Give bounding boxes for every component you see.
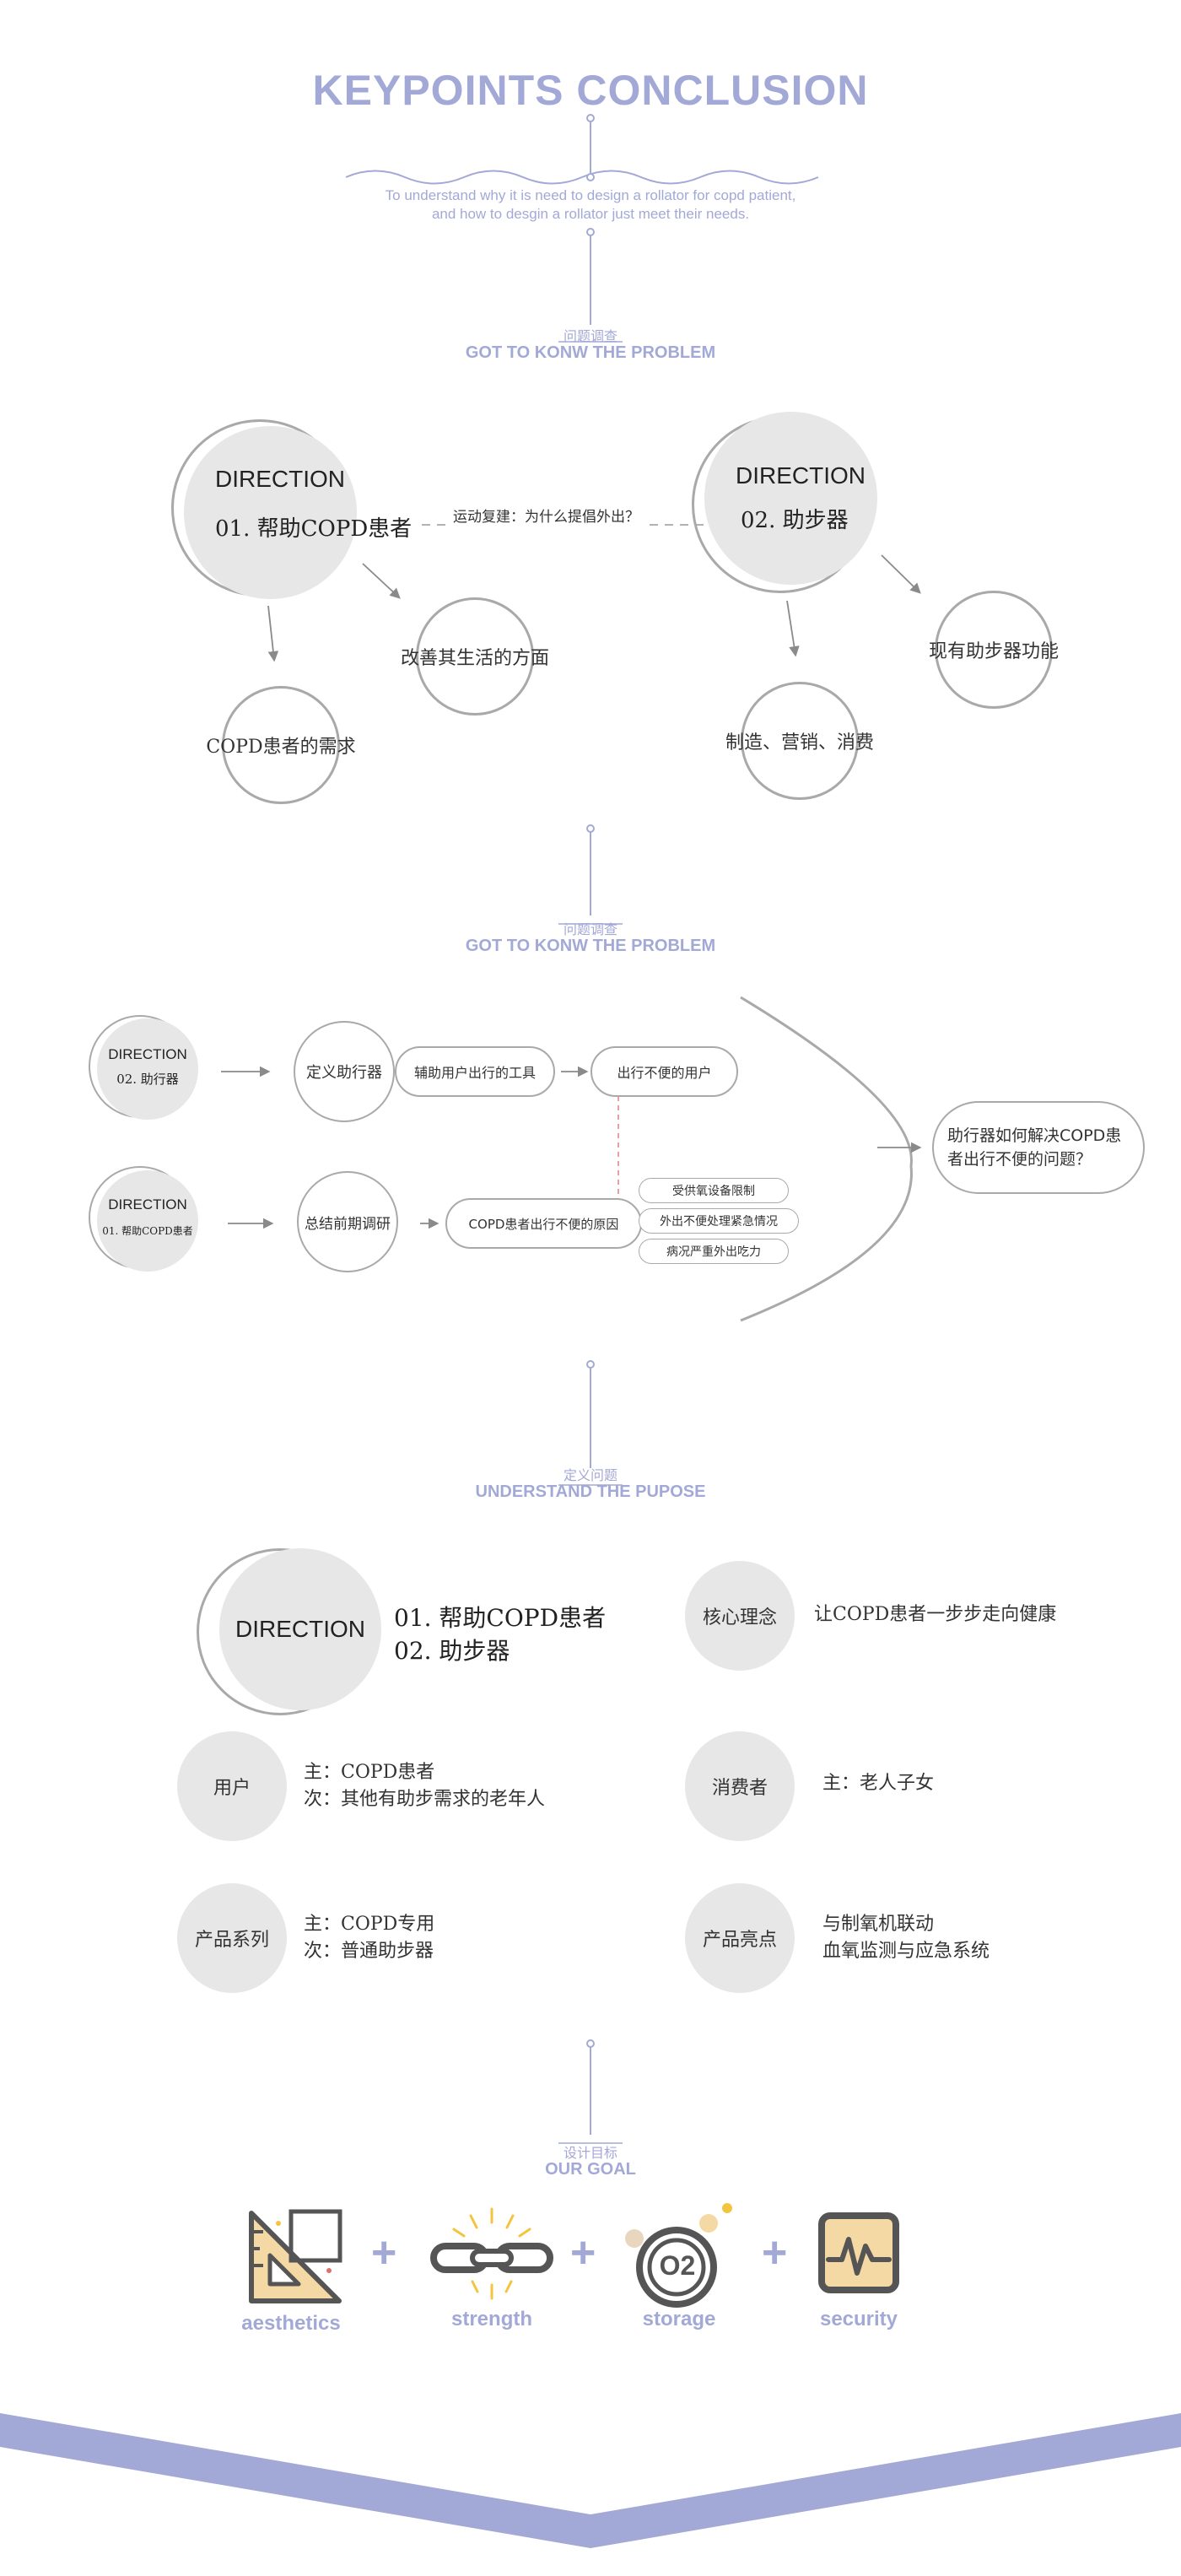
section3-label-cn: 定义问题 — [563, 1467, 617, 1483]
subtitle-line-2: and how to desgin a rollator just meet t… — [431, 206, 750, 222]
page-title: KEYPOINTS CONCLUSION — [312, 67, 869, 114]
chain-link-icon — [430, 2207, 553, 2300]
step-define-helper: 定义助行器 — [294, 1021, 395, 1122]
badge-row1-cn: 02. 助行器 — [116, 1072, 179, 1087]
series-secondary: 次：普通助步器 — [304, 1941, 434, 1962]
heart-monitor-icon — [818, 2212, 899, 2293]
step-summarize-research: 总结前期调研 — [297, 1171, 398, 1272]
badge-row2-cn: 01. 帮助COPD患者 — [102, 1225, 193, 1237]
consumer-primary: 主：老人子女 — [822, 1773, 935, 1794]
core-idea-text: 让COPD患者一步步走向健康 — [814, 1604, 1057, 1625]
node-manufacturing: 制造、营销、消费 — [725, 682, 874, 800]
pill-limited-users: 出行不便的用户 — [590, 1046, 738, 1097]
direction-circle-purpose — [219, 1548, 381, 1710]
direction-text-left: 01. 帮助COPD患者 — [215, 516, 413, 542]
badge-user: 用户 — [177, 1731, 287, 1841]
header-decoration — [345, 114, 819, 343]
link-question: 运动复建：为什么提倡外出？ — [450, 505, 643, 526]
direction-item-2: 02. 助步器 — [394, 1637, 510, 1665]
badge-core-idea: 核心理念 — [685, 1561, 795, 1671]
section1-label-cn: 问题调查 — [563, 328, 617, 344]
series-primary: 主：COPD专用 — [304, 1914, 435, 1935]
plus-sign: + — [371, 2228, 397, 2277]
badge-consumer: 消费者 — [685, 1731, 795, 1841]
section2-label-en: GOT TO KONW THE PROBLEM — [465, 937, 716, 955]
direction-circle-right — [704, 412, 877, 585]
subtitle-line-1: To understand why it is need to design a… — [385, 187, 796, 203]
direction-badge-copd — [97, 1170, 198, 1272]
section3-label-en: UNDERSTAND THE PUPOSE — [475, 1482, 706, 1501]
plus-sign: + — [570, 2228, 596, 2277]
goal-storage: storage — [642, 2308, 716, 2330]
badge-product-series: 产品系列 — [177, 1883, 287, 1993]
direction-label-left: DIRECTION — [215, 466, 345, 492]
section1-label-en: GOT TO KONW THE PROBLEM — [465, 343, 716, 362]
plus-sign: + — [762, 2228, 788, 2277]
node-copd-needs: COPD患者的需求 — [206, 686, 356, 804]
user-secondary: 次：其他有助步需求的老年人 — [304, 1789, 546, 1810]
goal-aesthetics: aesthetics — [241, 2312, 341, 2335]
set-square-icon — [249, 2209, 342, 2303]
section2-label-cn: 问题调查 — [563, 921, 617, 937]
goal-strength: strength — [451, 2308, 532, 2330]
reason-severe-condition: 病况严重外出吃力 — [639, 1239, 789, 1264]
reason-emergency: 外出不便处理紧急情况 — [639, 1208, 799, 1234]
section2-connectors — [221, 996, 922, 1322]
oxygen-tank-icon — [625, 2203, 732, 2308]
direction-label-purpose: DIRECTION — [235, 1616, 365, 1642]
highlight-line-1: 与制氧机联动 — [822, 1914, 935, 1935]
direction-item-1: 01. 帮助COPD患者 — [394, 1604, 607, 1632]
user-primary: 主：COPD患者 — [304, 1762, 435, 1783]
highlight-line-2: 血氧监测与应急系统 — [822, 1941, 990, 1962]
section4-header-line — [558, 2039, 623, 2144]
goal-security: security — [819, 2308, 898, 2330]
direction-circle-left — [184, 426, 357, 599]
section4-label-cn: 设计目标 — [563, 2145, 617, 2161]
reason-oxygen-limit: 受供氧设备限制 — [639, 1178, 789, 1203]
badge-row2-en: DIRECTION — [108, 1196, 187, 1212]
o2-label: O2 — [659, 2250, 696, 2281]
direction-badge-helper — [97, 1018, 198, 1120]
direction-text-right: 02. 助步器 — [741, 508, 849, 533]
bottom-chevron-banner — [0, 2413, 1181, 2548]
badge-product-highlight: 产品亮点 — [685, 1883, 795, 1993]
node-improve-life: 改善其生活的方面 — [401, 597, 549, 716]
section2-header-line — [558, 824, 623, 925]
badge-row1-en: DIRECTION — [108, 1046, 187, 1062]
section4-label-en: OUR GOAL — [545, 2160, 636, 2179]
node-existing-functions: 现有助步器功能 — [929, 591, 1059, 709]
section3-header-line — [558, 1360, 623, 1486]
direction-label-right: DIRECTION — [736, 462, 866, 489]
pill-helper-tool: 辅助用户出行的工具 — [395, 1046, 555, 1097]
result-question: 助行器如何解决COPD患者出行不便的问题？ — [932, 1101, 1145, 1194]
pill-copd-reasons: COPD患者出行不便的原因 — [445, 1198, 642, 1249]
